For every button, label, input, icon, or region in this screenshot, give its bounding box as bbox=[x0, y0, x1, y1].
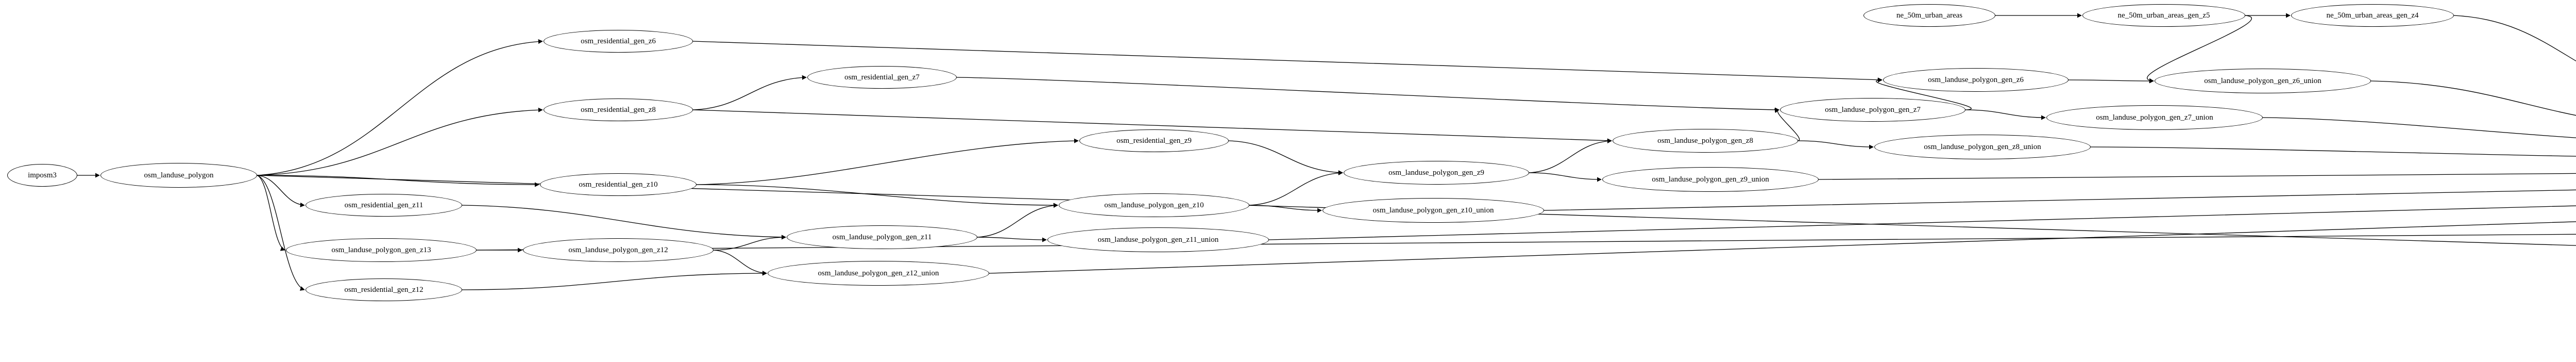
graph-edge-osm-residential-gen-z7-to-osm-landuse-polygon-gen-z7 bbox=[956, 77, 1780, 112]
graph-node-osm-landuse-polygon-gen-z11[interactable]: osm_landuse_polygon_gen_z11 bbox=[787, 225, 977, 249]
graph-node-osm-residential-gen-z12[interactable]: osm_residential_gen_z12 bbox=[306, 278, 462, 301]
graph-node-osm-landuse-polygon-gen-z12-union[interactable]: osm_landuse_polygon_gen_z12_union bbox=[768, 261, 989, 286]
graph-edge-osm-residential-gen-z10-to-osm-residential-gen-z9 bbox=[696, 138, 1079, 185]
graph-node-osm-landuse-polygon-gen-z9[interactable]: osm_landuse_polygon_gen_z9 bbox=[1344, 161, 1529, 185]
graph-edge-osm-landuse-polygon-to-osm-residential-gen-z8 bbox=[257, 107, 543, 176]
graph-edge-osm-landuse-polygon-gen-z12-union-to-layer-landuse-z12 bbox=[989, 221, 2576, 274]
graph-edge-osm-landuse-polygon-gen-z8-union-to-layer-landuse-z8 bbox=[2090, 146, 2576, 157]
graph-edge-osm-landuse-polygon-to-osm-residential-gen-z10 bbox=[257, 175, 539, 187]
graph-node-osm-landuse-polygon-gen-z7[interactable]: osm_landuse_polygon_gen_z7 bbox=[1780, 98, 1965, 122]
graph-edge-osm-landuse-polygon-to-osm-residential-gen-z6 bbox=[257, 39, 543, 176]
graph-node-osm-landuse-polygon-gen-z6[interactable]: osm_landuse_polygon_gen_z6 bbox=[1883, 68, 2069, 92]
graph-edge-osm-landuse-polygon-gen-z8-to-osm-landuse-polygon-gen-z7 bbox=[1774, 108, 1800, 141]
graph-node-osm-landuse-polygon-gen-z8-union[interactable]: osm_landuse_polygon_gen_z8_union bbox=[1874, 135, 2091, 159]
graph-edge-ne-50m-urban-areas-gen-z4-to-layer-landuse-z4 bbox=[2453, 15, 2576, 62]
graph-node-osm-landuse-polygon-gen-z8[interactable]: osm_landuse_polygon_gen_z8 bbox=[1613, 129, 1798, 153]
graph-node-osm-landuse-polygon[interactable]: osm_landuse_polygon bbox=[100, 163, 257, 188]
graph-node-imposm3[interactable]: imposm3 bbox=[7, 164, 77, 187]
graph-edge-osm-landuse-polygon-gen-z9-to-osm-landuse-polygon-gen-z8 bbox=[1529, 138, 1612, 173]
graph-node-osm-landuse-polygon-gen-z13[interactable]: osm_landuse_polygon_gen_z13 bbox=[286, 238, 477, 262]
graph-edge-osm-residential-gen-z9-to-osm-landuse-polygon-gen-z9 bbox=[1228, 140, 1343, 175]
graph-node-osm-residential-gen-z10[interactable]: osm_residential_gen_z10 bbox=[540, 173, 697, 196]
graph-node-osm-landuse-polygon-gen-z11-union[interactable]: osm_landuse_polygon_gen_z11_union bbox=[1047, 227, 1269, 252]
graph-edge-osm-landuse-polygon-gen-z9-union-to-layer-landuse-z9 bbox=[1818, 173, 2576, 180]
graph-edge-osm-landuse-polygon-gen-z8-to-osm-landuse-polygon-gen-z8-union bbox=[1798, 140, 1874, 150]
graph-edge-osm-landuse-polygon-to-osm-landuse-polygon-gen-z13 bbox=[257, 175, 285, 251]
graph-edge-osm-landuse-polygon-gen-z10-to-osm-landuse-polygon-gen-z9 bbox=[1249, 170, 1343, 206]
graph-node-osm-residential-gen-z9[interactable]: osm_residential_gen_z9 bbox=[1079, 129, 1229, 152]
graph-node-osm-residential-gen-z11[interactable]: osm_residential_gen_z11 bbox=[306, 194, 462, 217]
graph-edge-osm-landuse-polygon-gen-z12-to-osm-landuse-polygon-gen-z12-union bbox=[713, 250, 767, 276]
graph-node-osm-landuse-polygon-gen-z7-union[interactable]: osm_landuse_polygon_gen_z7_union bbox=[2046, 105, 2263, 130]
graph-edge-osm-landuse-polygon-gen-z9-to-osm-landuse-polygon-gen-z9-union bbox=[1529, 172, 1602, 182]
graph-node-osm-residential-gen-z7[interactable]: osm_residential_gen_z7 bbox=[807, 66, 957, 89]
graph-node-osm-landuse-polygon-gen-z10-union[interactable]: osm_landuse_polygon_gen_z10_union bbox=[1323, 198, 1544, 223]
graph-node-ne-50m-urban-areas-gen-z4[interactable]: ne_50m_urban_areas_gen_z4 bbox=[2291, 4, 2454, 27]
graph-edge-osm-landuse-polygon-to-osm-residential-gen-z12 bbox=[257, 175, 305, 291]
graph-node-osm-landuse-polygon-gen-z9-union[interactable]: osm_landuse_polygon_gen_z9_union bbox=[1602, 167, 1819, 192]
graph-edge-osm-landuse-polygon-to-osm-residential-gen-z11 bbox=[257, 175, 305, 207]
graph-node-osm-residential-gen-z6[interactable]: osm_residential_gen_z6 bbox=[544, 30, 693, 53]
graph-node-osm-landuse-polygon-gen-z6-union[interactable]: osm_landuse_polygon_gen_z6_union bbox=[2155, 69, 2371, 93]
graph-edge-osm-landuse-polygon-gen-z10-to-osm-landuse-polygon-gen-z10-union bbox=[1249, 205, 1322, 213]
graph-node-ne-50m-urban-areas[interactable]: ne_50m_urban_areas bbox=[1863, 4, 1995, 27]
graph-node-osm-residential-gen-z8[interactable]: osm_residential_gen_z8 bbox=[544, 98, 693, 121]
graph-node-ne-50m-urban-areas-gen-z5[interactable]: ne_50m_urban_areas_gen_z5 bbox=[2082, 4, 2245, 27]
graph-node-osm-landuse-polygon-gen-z12[interactable]: osm_landuse_polygon_gen_z12 bbox=[523, 238, 714, 262]
graph-edge-osm-landuse-polygon-gen-z7-to-osm-landuse-polygon-gen-z7-union bbox=[1965, 109, 2046, 120]
graph-edge-osm-residential-gen-z8-to-osm-residential-gen-z7 bbox=[692, 75, 807, 110]
graph-edge-osm-landuse-polygon-gen-z11-to-osm-landuse-polygon-gen-z11-union bbox=[977, 237, 1047, 242]
graph-edge-osm-residential-gen-z12-to-osm-landuse-polygon-gen-z12-union bbox=[462, 271, 767, 290]
graph-edge-ne-50m-urban-areas-gen-z5-to-osm-landuse-polygon-gen-z6-union bbox=[2147, 15, 2252, 83]
graph-edge-osm-landuse-polygon-gen-z6-union-to-layer-landuse-z6 bbox=[2370, 80, 2576, 116]
graph-edge-osm-landuse-polygon-gen-z12-to-osm-landuse-polygon-gen-z11 bbox=[713, 235, 786, 251]
graph-edge-osm-landuse-polygon-gen-z6-to-osm-landuse-polygon-gen-z6-union bbox=[2068, 78, 2154, 84]
graph-edge-osm-landuse-polygon-gen-z7-to-osm-landuse-polygon-gen-z6 bbox=[1876, 77, 1972, 110]
graph-node-osm-landuse-polygon-gen-z10[interactable]: osm_landuse_polygon_gen_z10 bbox=[1059, 193, 1249, 217]
graph-edge-osm-landuse-polygon-gen-z11-to-osm-landuse-polygon-gen-z10 bbox=[977, 203, 1058, 238]
graph-edge-osm-residential-gen-z11-to-osm-landuse-polygon-gen-z11 bbox=[462, 205, 786, 240]
graph-edge-osm-residential-gen-z10-to-osm-landuse-polygon-gen-z10 bbox=[696, 184, 1058, 208]
graph-edge-osm-landuse-polygon-gen-z7-union-to-layer-landuse-z7 bbox=[2262, 117, 2576, 138]
